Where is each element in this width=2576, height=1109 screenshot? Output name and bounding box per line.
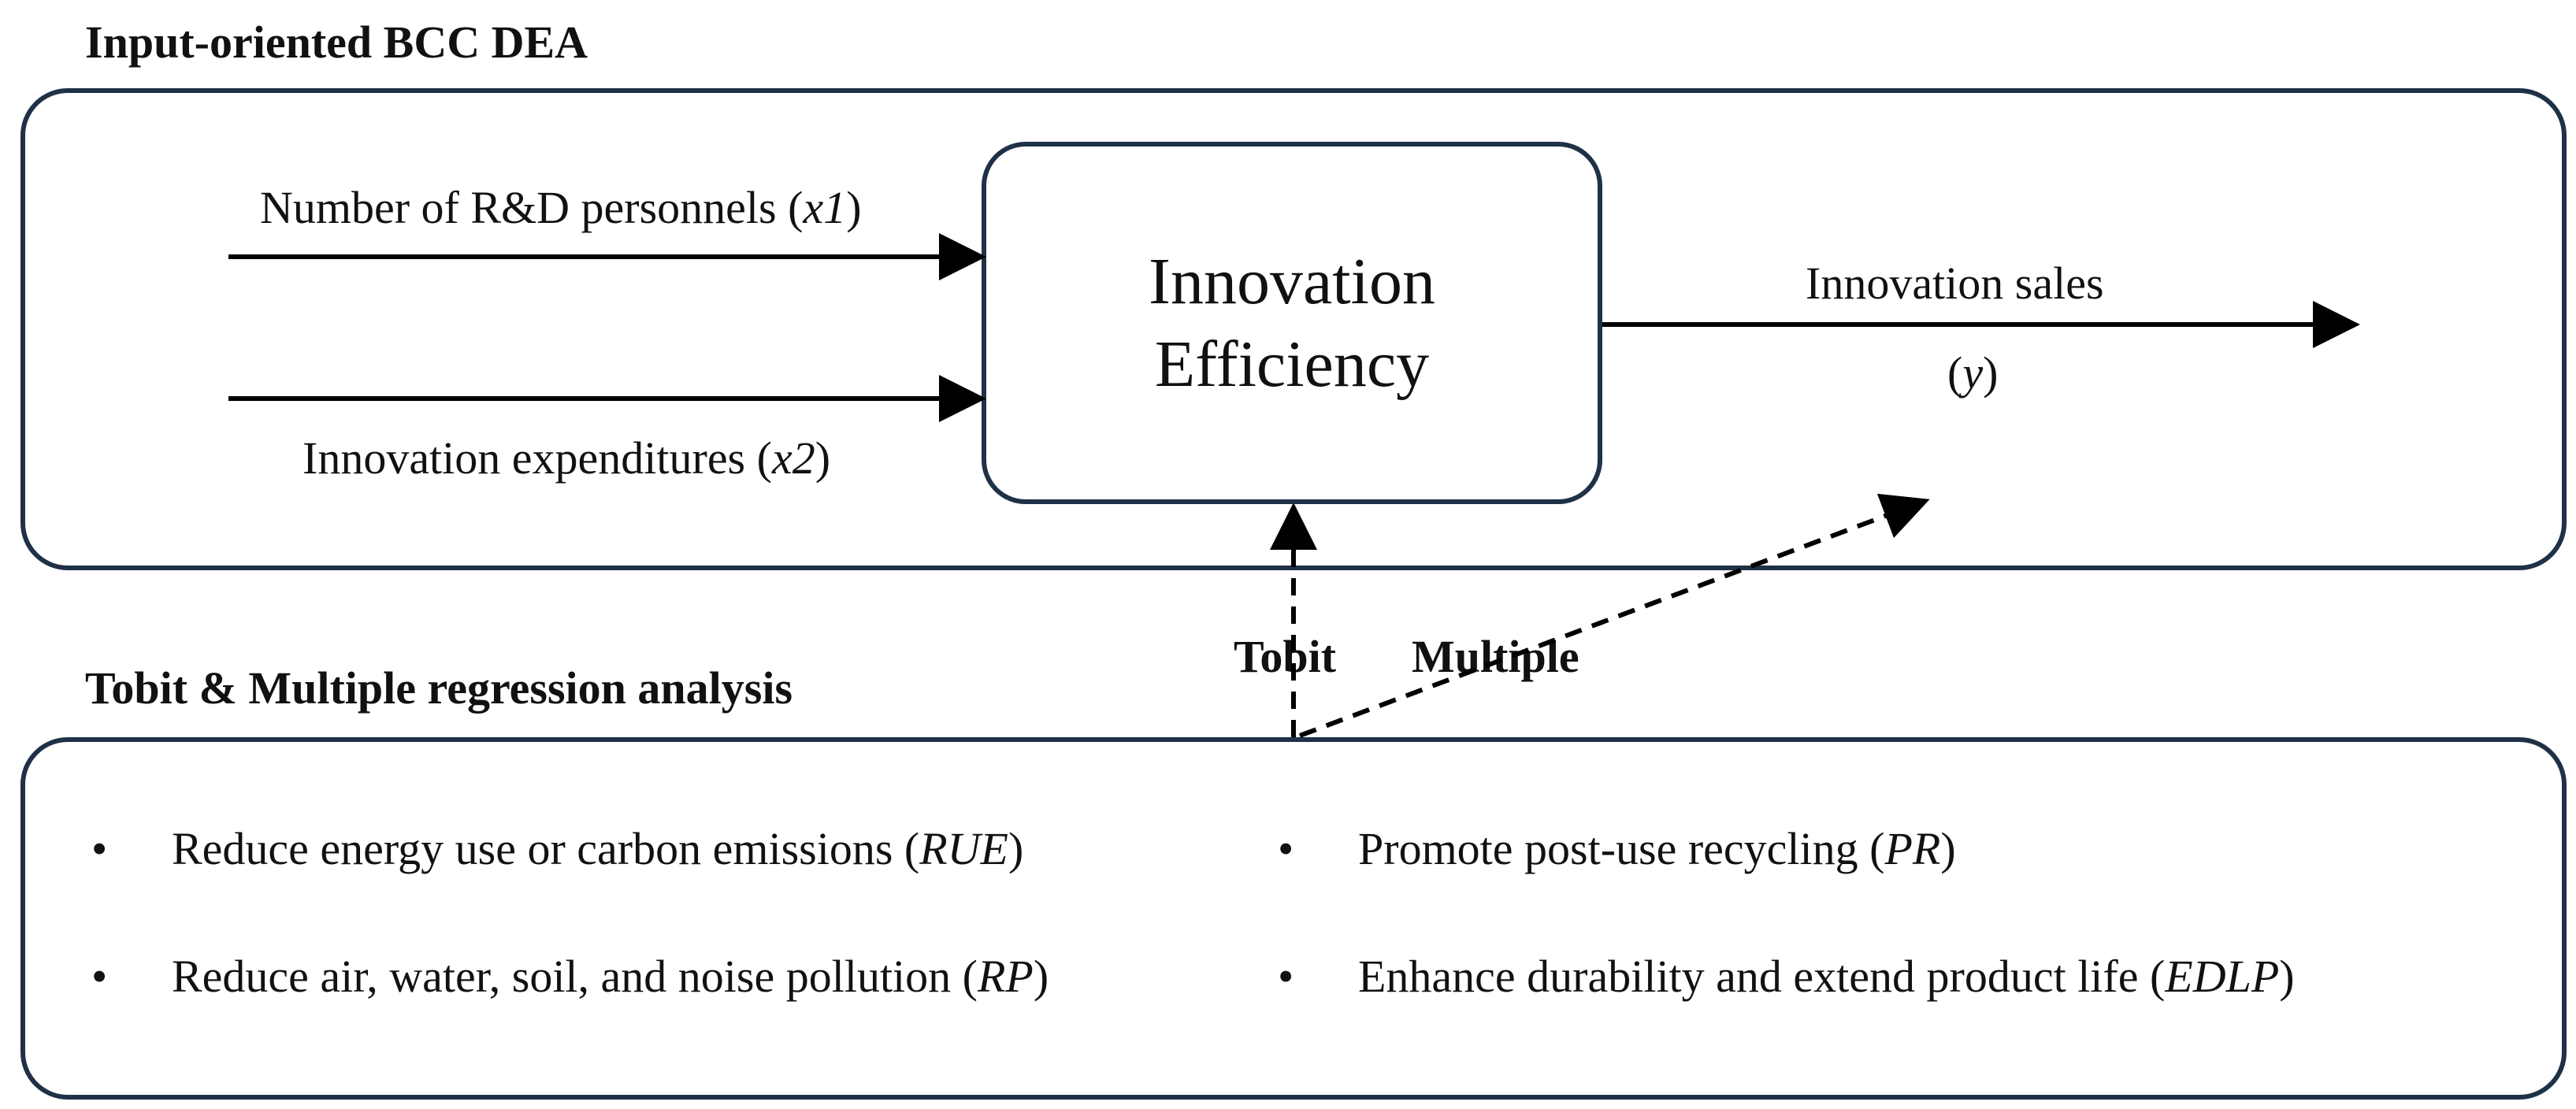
bullet-dot: •: [1278, 951, 1294, 1002]
node-label-line1: Innovation: [1149, 245, 1435, 318]
output-label-innovation-sales: Innovation sales: [1806, 258, 2104, 309]
bullet-dot: •: [1278, 823, 1294, 874]
bullet-dot: •: [91, 823, 108, 874]
tobit-label: Tobit: [1234, 631, 1337, 682]
multiple-dashed-arrow: [1298, 493, 1930, 738]
output-var-y: y: [1962, 347, 1984, 399]
input-label-rd-personnel: Number of R&D personnels (x1): [260, 182, 862, 233]
factor-item-pr: • Promote post-use recycling (PR): [1278, 823, 1956, 874]
factor-item-rue: • Reduce energy use or carbon emissions …: [91, 823, 1024, 874]
input-var-x2: x2: [771, 432, 815, 484]
dea-panel: [20, 88, 2567, 570]
factor-abbr-rue: RUE: [919, 823, 1008, 874]
input-label-expenditures: Innovation expenditures (x2): [303, 432, 831, 484]
input-var-x1: x1: [803, 182, 847, 233]
factor-item-edlp: • Enhance durability and extend product …: [1278, 951, 2295, 1002]
innovation-efficiency-node: Innovation Efficiency: [982, 142, 1602, 504]
factor-abbr-pr: PR: [1884, 823, 1941, 874]
dea-section-title: Input-oriented BCC DEA: [85, 17, 588, 68]
output-label-y: (y): [1947, 347, 1999, 399]
bullet-dot: •: [91, 951, 108, 1002]
factor-item-rp: • Reduce air, water, soil, and noise pol…: [91, 951, 1049, 1002]
node-label-line2: Efficiency: [1154, 328, 1430, 401]
regression-section-title: Tobit & Multiple regression analysis: [85, 662, 793, 714]
regression-panel: [20, 737, 2567, 1100]
factor-abbr-rp: RP: [978, 951, 1034, 1002]
factor-abbr-edlp: EDLP: [2165, 951, 2280, 1002]
